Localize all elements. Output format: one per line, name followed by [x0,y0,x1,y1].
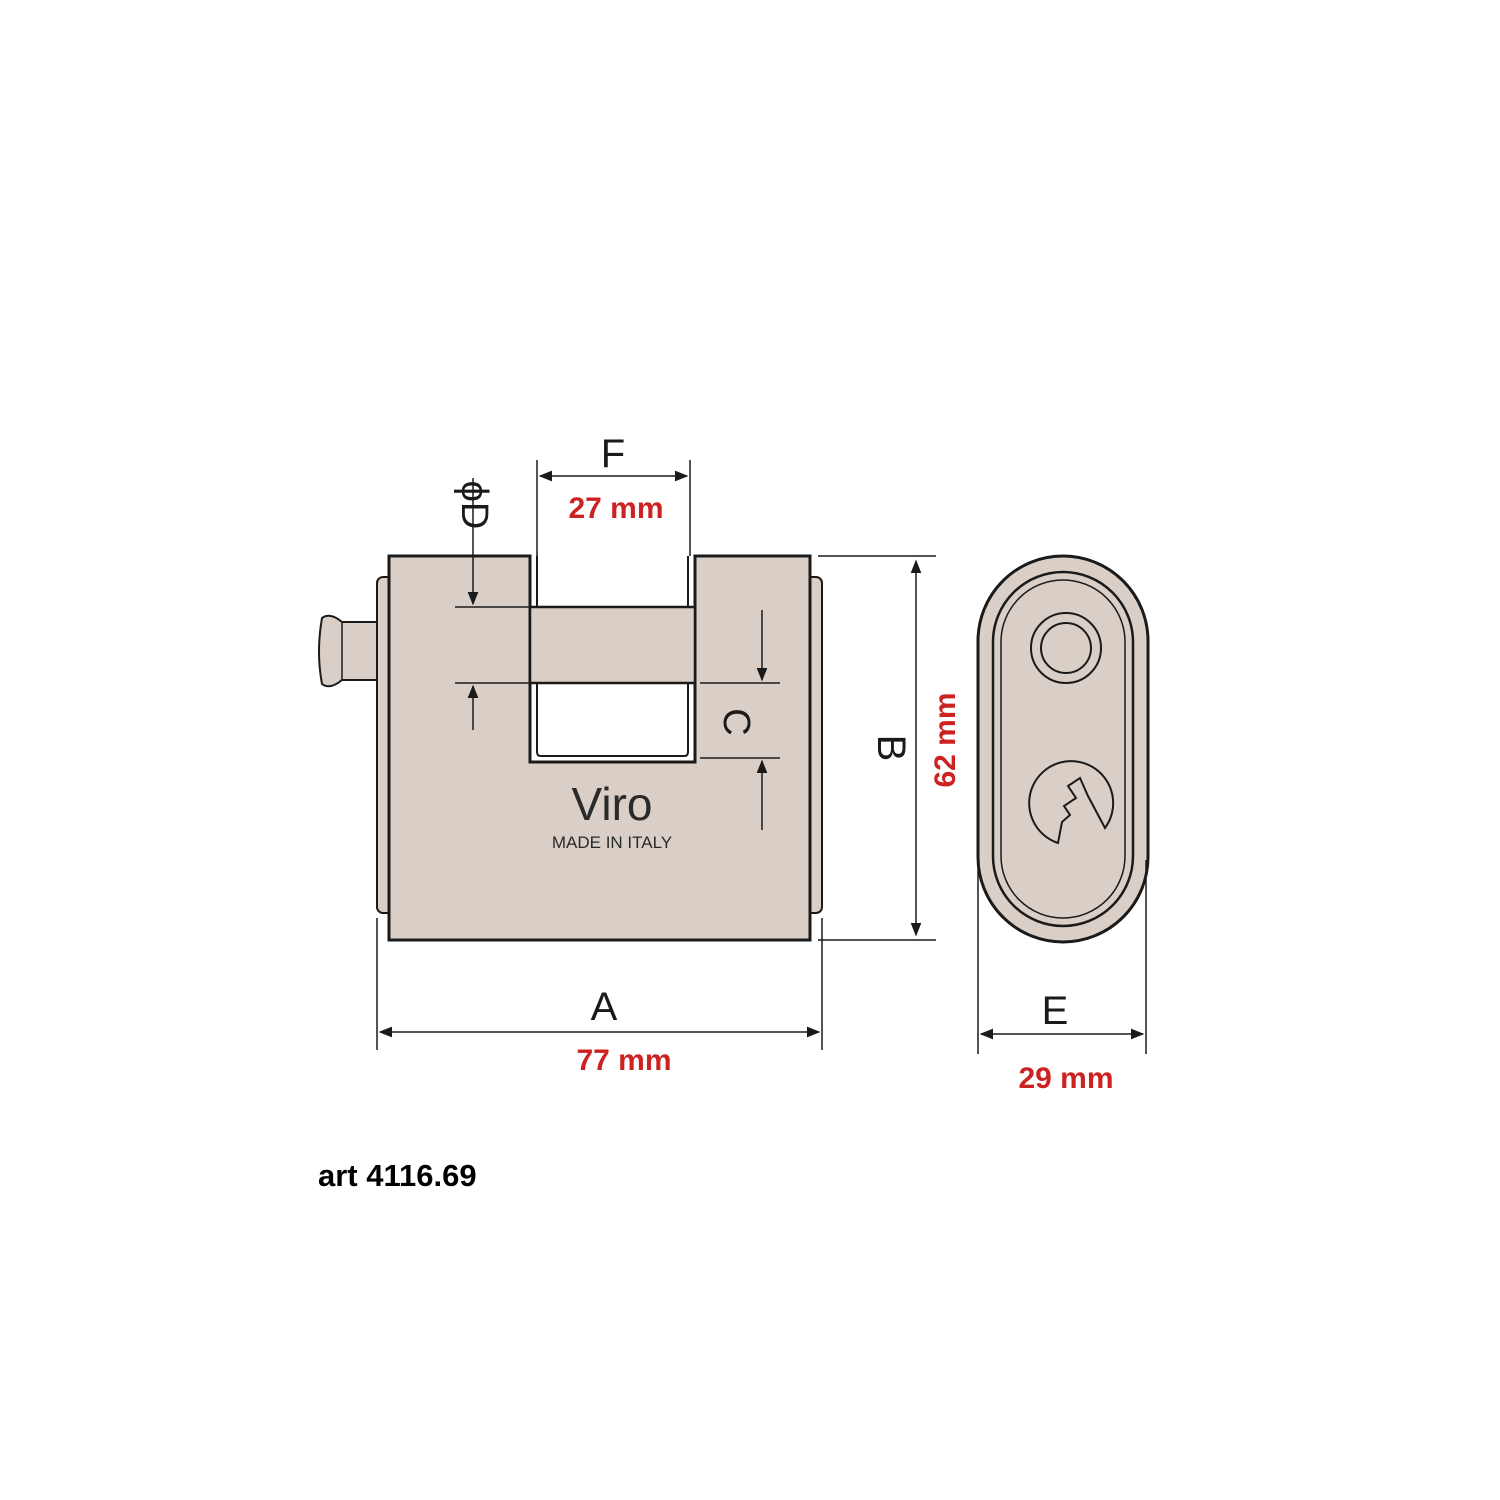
padlock-front-view: Viro MADE IN ITALY [318,554,823,942]
value-f: 27 mm [568,492,663,525]
value-e: 29 mm [1018,1062,1113,1095]
dimension-b [818,555,936,941]
shackle-slot [536,556,689,757]
dimension-e [977,860,1147,1054]
side-knob [318,614,378,688]
label-e: E [1042,989,1069,1033]
side-view-outer [976,554,1150,944]
label-f: F [601,432,625,476]
made-in-label: MADE IN ITALY [552,833,672,852]
article-number: art 4116.69 [318,1158,477,1193]
label-a: A [591,985,618,1029]
side-view-ring [991,570,1135,928]
padlock-side-view [976,554,1150,944]
label-c: C [715,708,757,735]
dimension-c [700,610,780,830]
dimension-f [536,460,691,556]
label-b: B [869,735,913,762]
label-d: ϕD [453,481,495,530]
shackle-bar [528,605,697,685]
dimension-a [376,918,823,1050]
dimension-d [455,478,537,730]
keyhole-icon [1028,760,1115,845]
shackle-hole-inner [1040,622,1092,674]
value-a: 77 mm [576,1044,671,1077]
brand-logo: Viro [572,778,653,830]
side-view-inner [1000,579,1126,919]
value-b: 62 mm [929,692,962,787]
